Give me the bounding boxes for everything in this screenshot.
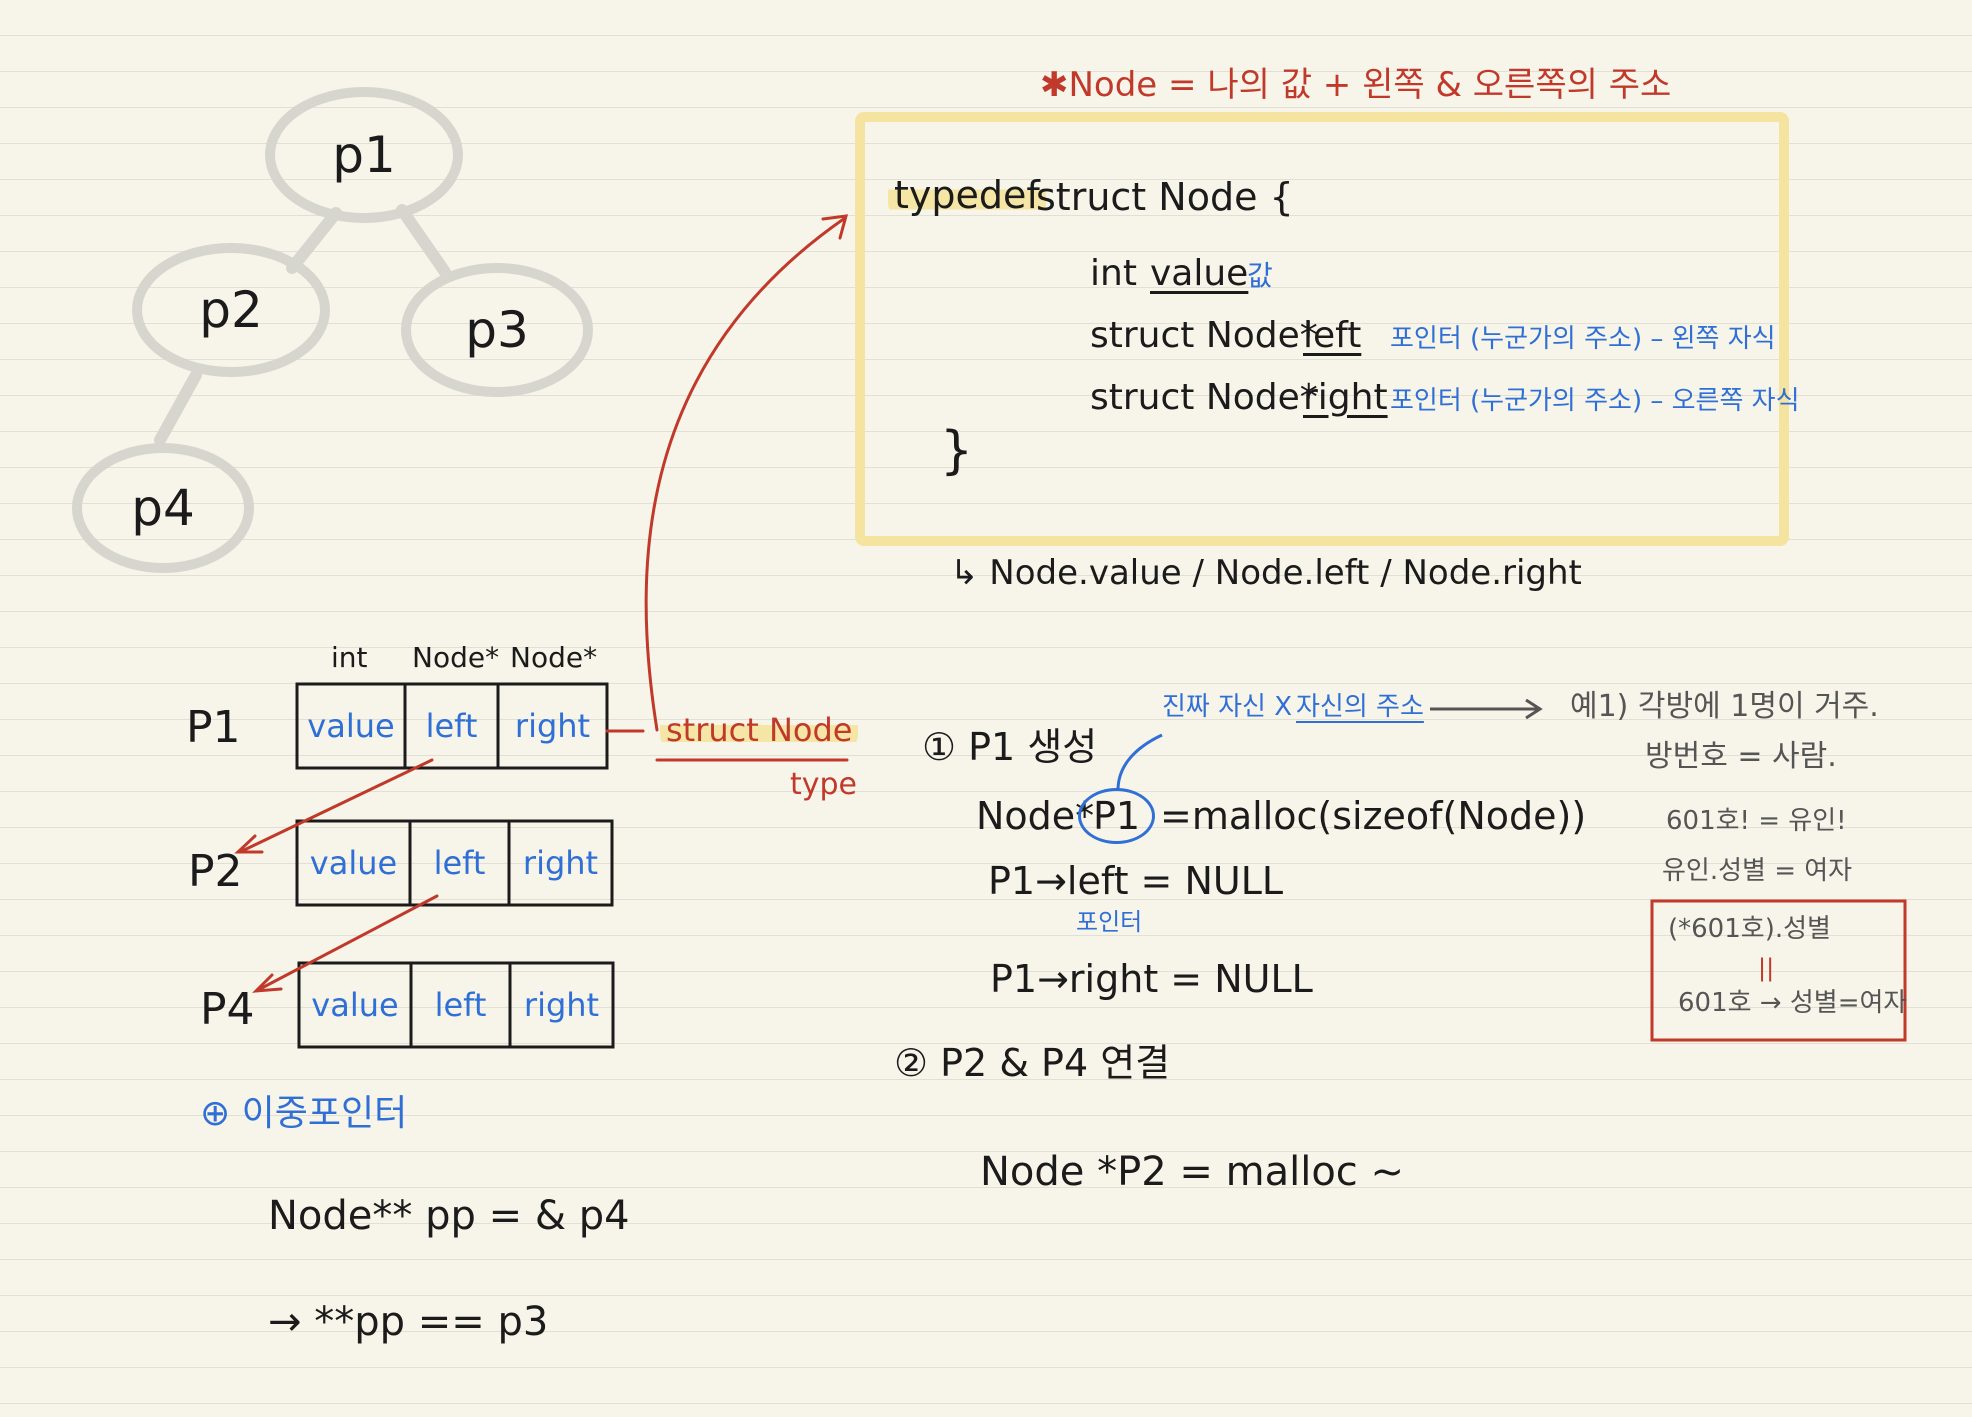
struct-node-label: struct Node <box>660 714 859 746</box>
double-pointer-line1: Node** pp = & p4 <box>268 1193 630 1239</box>
header-title: ✱Node = 나의 값 + 왼쪽 & 오른쪽의 주소 <box>1040 65 1672 105</box>
p2-right-cell: right <box>522 844 599 882</box>
field-value-name: value <box>1150 253 1249 294</box>
annotation-curve <box>1116 733 1163 791</box>
annotation-real-self: 진짜 자신 X <box>1162 692 1293 722</box>
struct-close-brace: } <box>940 421 974 481</box>
col-header-node-right: Node* <box>510 641 598 674</box>
memory-boxes <box>295 682 615 1049</box>
example-box-equals: || <box>1758 954 1775 982</box>
example-box-line2: 601호 → 성별=여자 <box>1678 988 1908 1018</box>
struct-access-line: ↳ Node.value / Node.left / Node.right <box>950 553 1582 593</box>
malloc-line-var: P1 <box>1078 788 1156 844</box>
p1-right-cell: right <box>514 707 591 745</box>
tree-node-p4-circle <box>72 443 254 573</box>
col-header-node-left: Node* <box>412 641 500 674</box>
tree-node-p1-circle <box>265 87 463 223</box>
example-line1: 예1) 각방에 1명이 거주. <box>1570 689 1879 724</box>
row-label-p2: P2 <box>188 846 243 897</box>
row-label-p4: P4 <box>200 984 255 1035</box>
field-left-type: struct Node* <box>1090 315 1318 356</box>
double-pointer-heading: ⊕ 이중포인터 <box>200 1093 408 1134</box>
struct-node-open: struct Node { <box>1036 175 1294 219</box>
red-arrows <box>234 214 849 993</box>
field-right-type: struct Node* <box>1090 377 1318 418</box>
p1-left-null-line: P1→left = NULL <box>988 859 1284 903</box>
example-line2: 방번호 = 사람. <box>1645 739 1837 774</box>
tree-node-p2-circle <box>132 243 330 377</box>
tree-node-p2: p2 <box>199 281 263 339</box>
p1-value-cell: value <box>307 707 395 745</box>
field-left-name: left <box>1303 315 1362 356</box>
example-line3: 601호! = 유인! <box>1666 806 1847 836</box>
tree-node-p1: p1 <box>332 126 396 184</box>
p4-left-cell: left <box>434 986 487 1024</box>
p1-left-cell: left <box>425 707 478 745</box>
pointer-note: 포인터 <box>1076 908 1143 936</box>
field-value-note: 값 <box>1247 259 1273 292</box>
p2-left-cell: left <box>433 844 486 882</box>
tree-edge-p1-p3 <box>396 204 451 278</box>
typedef-keyword: typedef <box>888 176 1046 214</box>
code-box-frame <box>855 112 1789 546</box>
p4-value-cell: value <box>311 986 399 1024</box>
field-left-note: 포인터 (누군가의 주소) – 왼쪽 자식 <box>1390 324 1776 354</box>
tree-node-p3: p3 <box>465 301 529 359</box>
field-right-name: right <box>1303 377 1388 418</box>
tree-edge-p1-p2 <box>286 207 342 274</box>
tree-node-p3-circle <box>401 263 593 397</box>
p2-value-cell: value <box>309 844 398 882</box>
field-value-type: int <box>1090 253 1137 294</box>
p4-right-cell: right <box>523 986 600 1024</box>
example-box-frame <box>1650 899 1907 1042</box>
row-label-p1: P1 <box>186 702 241 753</box>
p1-right-null-line: P1→right = NULL <box>990 957 1313 1001</box>
example-line4: 유인.성별 = 여자 <box>1662 856 1853 886</box>
col-header-int: int <box>331 641 368 674</box>
type-label: type <box>790 767 858 802</box>
annotation-own-address: 자신의 주소 <box>1296 692 1424 722</box>
example-arrow-head <box>1525 698 1543 720</box>
tree-edge-p2-p4 <box>154 369 202 446</box>
field-right-note: 포인터 (누군가의 주소) – 오른쪽 자식 <box>1390 386 1800 416</box>
tree-node-p4: p4 <box>131 479 195 537</box>
step2-title: ② P2 & P4 연결 <box>894 1041 1171 1085</box>
malloc-line-rest: =malloc(sizeof(Node)) <box>1160 794 1587 838</box>
p2-malloc-line: Node *P2 = malloc ~ <box>980 1149 1405 1195</box>
double-pointer-line2: → **pp == p3 <box>268 1299 549 1345</box>
malloc-line-type: Node* <box>976 794 1095 838</box>
step1-title: ① P1 생성 <box>922 725 1098 769</box>
example-box-line1: (*601호).성별 <box>1668 914 1831 944</box>
